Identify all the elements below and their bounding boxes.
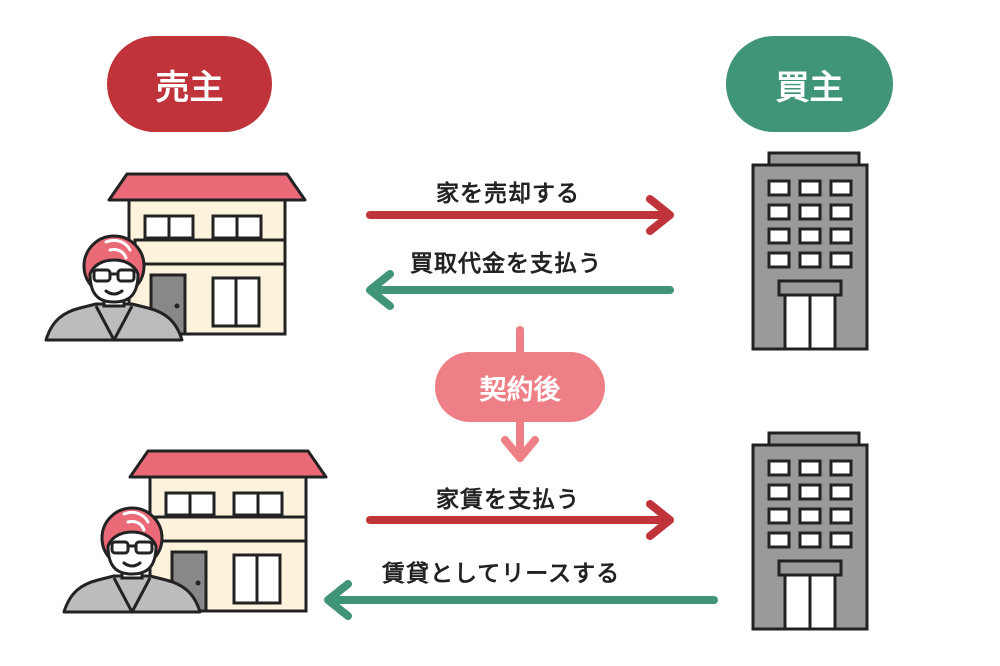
buyer-pill: 買主 (726, 36, 893, 132)
lease-label: 賃貸としてリースする (382, 561, 621, 587)
buyer-building-bottom (751, 431, 869, 631)
sell-label: 家を売却する (436, 181, 580, 207)
pay-label: 買取代金を支払う (410, 251, 602, 277)
buyer-building-top (751, 151, 869, 351)
after-contract-arrow (501, 326, 539, 462)
sell-arrow (366, 195, 674, 235)
rent-label: 家賃を支払う (436, 487, 580, 513)
after-contract-pill: 契約後 (435, 352, 605, 422)
rent-arrow (366, 500, 674, 540)
pay-arrow (366, 270, 674, 310)
seller-pill: 売主 (107, 36, 272, 132)
lease-arrow (324, 580, 718, 620)
